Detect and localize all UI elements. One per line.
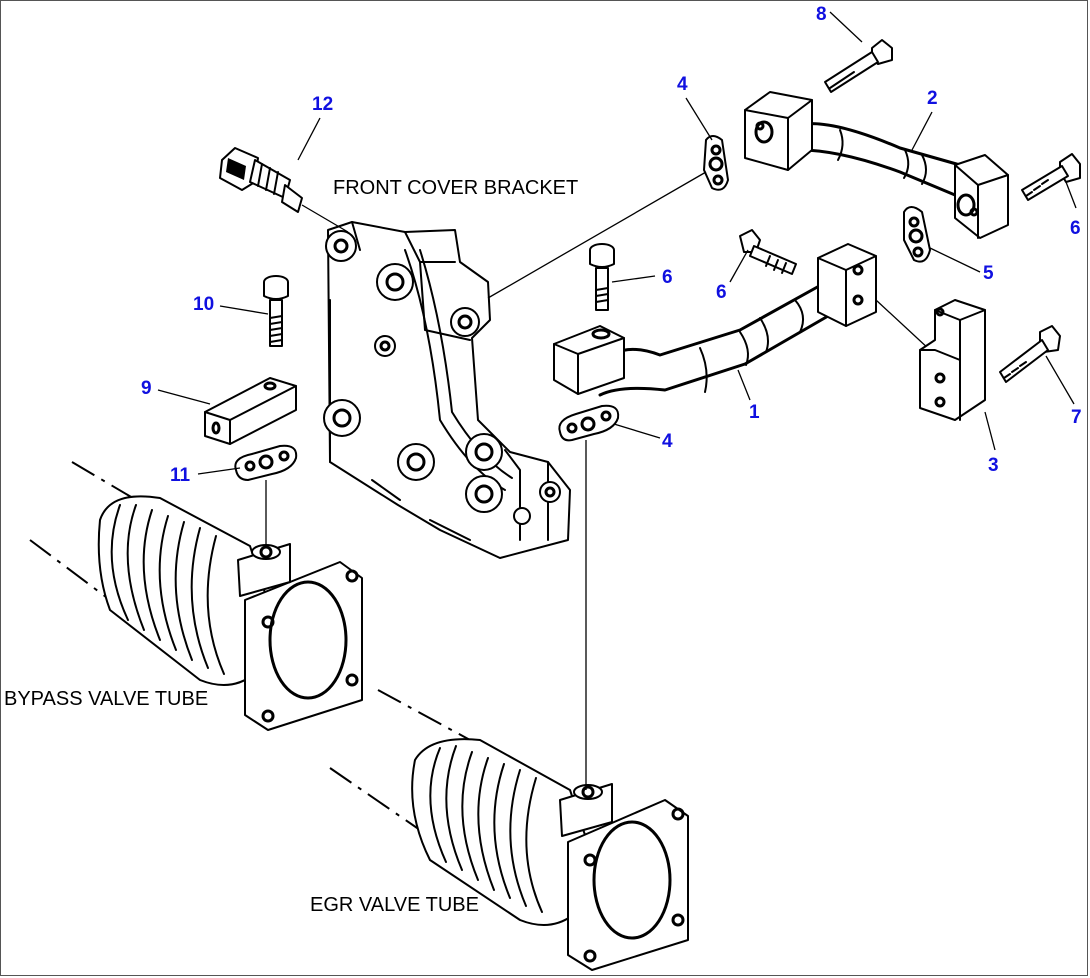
gasket-part-5	[903, 206, 981, 273]
callout-8: 8	[816, 4, 827, 25]
callout-6-right: 6	[1070, 218, 1081, 239]
spacer-part-9	[204, 377, 297, 445]
label-egr-valve-tube: EGR VALVE TUBE	[310, 894, 479, 916]
bolt-part-7	[999, 325, 1075, 405]
leader-12	[297, 117, 321, 161]
callout-5: 5	[983, 263, 994, 284]
callout-4-upper: 4	[677, 74, 688, 95]
leader-9	[157, 389, 211, 405]
bolt-part-6-left	[729, 229, 797, 283]
callout-6-center: 6	[662, 267, 673, 288]
callout-1: 1	[749, 402, 760, 423]
bolt-part-6-right	[1021, 153, 1081, 209]
egr-valve-tube-assembly	[329, 689, 689, 971]
callout-7: 7	[1071, 407, 1082, 428]
bolt-part-10	[263, 275, 289, 347]
bolt-part-8	[824, 11, 893, 93]
callout-10: 10	[193, 294, 214, 315]
callout-2: 2	[927, 88, 938, 109]
bolt-part-6-center	[589, 243, 656, 311]
tube-part-1	[553, 243, 931, 397]
callout-9: 9	[141, 378, 152, 399]
leader-1	[737, 369, 751, 401]
label-front-cover-bracket: FRONT COVER BRACKET	[333, 177, 578, 199]
callout-3: 3	[988, 455, 999, 476]
gasket-part-11	[234, 444, 298, 548]
gasket-part-4-lower	[558, 404, 620, 790]
leader-2	[911, 111, 933, 151]
leader-4-upper	[685, 97, 713, 141]
callout-11: 11	[170, 465, 191, 486]
callout-4-lower: 4	[662, 431, 673, 452]
leader-10	[219, 305, 269, 315]
callout-12: 12	[312, 94, 333, 115]
sensor-part-12	[219, 147, 349, 233]
bypass-valve-tube-assembly	[29, 461, 363, 731]
gasket-part-4-upper	[487, 135, 729, 299]
label-bypass-valve-tube: BYPASS VALVE TUBE	[4, 688, 208, 710]
callout-6-left: 6	[716, 282, 727, 303]
bracket-part-3	[919, 299, 996, 451]
callout-numbers: 1 2 3 4 4 5 6 6 6 7 8 9 10 11 12	[141, 4, 1082, 486]
leader-4-lower	[613, 423, 661, 439]
tube-part-2	[744, 91, 1009, 239]
leader-11	[197, 467, 241, 475]
front-cover-bracket	[323, 221, 571, 559]
